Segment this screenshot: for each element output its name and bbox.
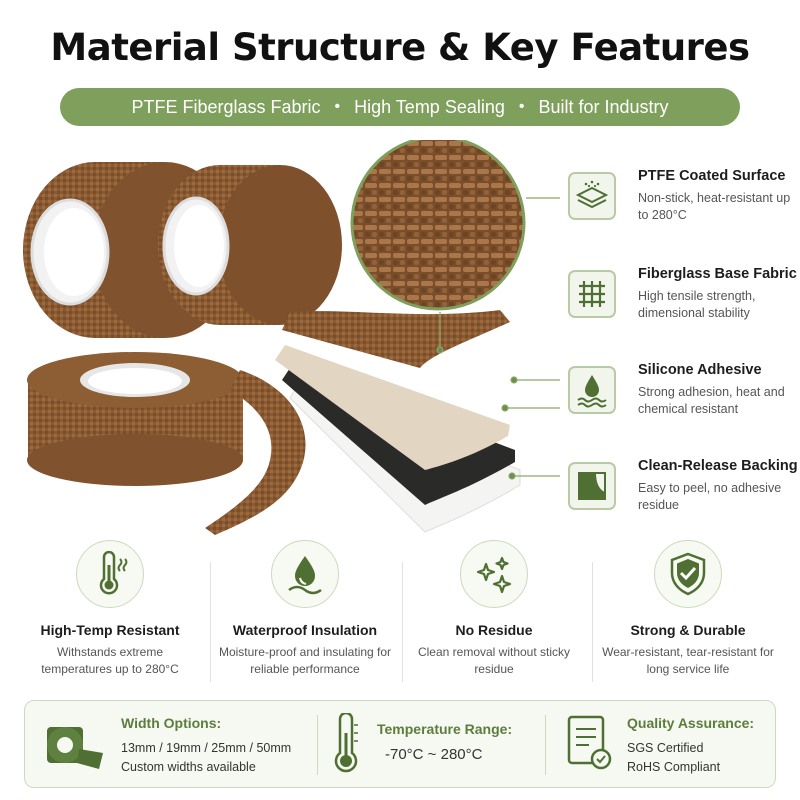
benefit-title: Strong & Durable bbox=[630, 622, 746, 638]
feature-title: Silicone Adhesive bbox=[638, 362, 762, 378]
divider bbox=[210, 562, 211, 682]
tagline-banner: PTFE Fiberglass Fabric • High Temp Seali… bbox=[60, 88, 740, 126]
water-drop-icon bbox=[271, 540, 339, 608]
benefit-strong-durable: Strong & Durable Wear-resistant, tear-re… bbox=[598, 540, 778, 690]
benefit-title: No Residue bbox=[455, 622, 533, 638]
benefit-no-residue: No Residue Clean removal without sticky … bbox=[404, 540, 584, 690]
spec-panel: Width Options: 13mm / 19mm / 25mm / 50mm… bbox=[24, 700, 776, 788]
feature-title: PTFE Coated Surface bbox=[638, 168, 786, 184]
thermometer-icon bbox=[334, 713, 358, 773]
ptfe-layer bbox=[282, 310, 510, 368]
divider bbox=[545, 715, 546, 775]
certificate-icon bbox=[567, 715, 612, 770]
benefit-desc: Wear-resistant, tear-resistant for long … bbox=[602, 645, 774, 676]
feature-fiberglass-base: Fiberglass Base Fabric High tensile stre… bbox=[568, 266, 797, 346]
feature-title: Fiberglass Base Fabric bbox=[638, 266, 797, 282]
spec-quality: Quality Assurance: SGS Certified RoHS Co… bbox=[549, 701, 775, 789]
grid-mesh-icon bbox=[568, 270, 616, 318]
divider bbox=[317, 715, 318, 775]
divider bbox=[402, 562, 403, 682]
spec-value: 13mm / 19mm / 25mm / 50mm bbox=[121, 741, 292, 755]
spec-title: Temperature Range: bbox=[377, 721, 513, 737]
feature-desc: Non-stick, heat-resistant up to 280°C bbox=[638, 191, 791, 222]
feature-silicone-adhesive: Silicone Adhesive Strong adhesion, heat … bbox=[568, 362, 793, 442]
weave-zoom-circle bbox=[350, 140, 526, 311]
banner-separator: • bbox=[334, 98, 341, 115]
spec-value: RoHS Compliant bbox=[627, 760, 721, 774]
tape-roll bbox=[27, 352, 243, 486]
banner-item-1: PTFE Fiberglass Fabric bbox=[131, 96, 321, 117]
banner-item-3: Built for Industry bbox=[538, 96, 669, 117]
spec-value: SGS Certified bbox=[627, 741, 704, 755]
feature-desc: Easy to peel, no adhesive residue bbox=[638, 481, 782, 512]
feature-clean-release: Clean-Release Backing Easy to peel, no a… bbox=[568, 458, 798, 538]
tape-strip bbox=[205, 370, 306, 535]
spec-value: Custom widths available bbox=[121, 760, 256, 774]
spec-temperature: Temperature Range: -70°C ~ 280°C bbox=[321, 701, 543, 789]
benefit-waterproof: Waterproof Insulation Moisture-proof and… bbox=[215, 540, 395, 690]
sparkle-icon bbox=[460, 540, 528, 608]
spec-title: Width Options: bbox=[121, 715, 222, 731]
peel-corner-icon bbox=[568, 462, 616, 510]
droplet-wave-icon bbox=[568, 366, 616, 414]
spec-value: -70°C ~ 280°C bbox=[385, 746, 483, 763]
benefit-desc: Withstands extreme temperatures up to 28… bbox=[41, 645, 179, 676]
benefit-title: High-Temp Resistant bbox=[40, 622, 180, 638]
spec-title: Quality Assurance: bbox=[627, 715, 755, 731]
coated-layers-icon bbox=[568, 172, 616, 220]
benefit-high-temp: High-Temp Resistant Withstands extreme t… bbox=[20, 540, 200, 690]
tape-product-illustration bbox=[23, 140, 560, 535]
benefit-desc: Clean removal without sticky residue bbox=[417, 645, 571, 676]
tape-roll-icon bbox=[47, 727, 103, 769]
feature-ptfe-coated: PTFE Coated Surface Non-stick, heat-resi… bbox=[568, 168, 793, 248]
benefit-desc: Moisture-proof and insulating for reliab… bbox=[218, 645, 392, 676]
thermometer-icon bbox=[76, 540, 144, 608]
tape-roll bbox=[158, 165, 342, 325]
spec-width: Width Options: 13mm / 19mm / 25mm / 50mm… bbox=[25, 701, 315, 789]
divider bbox=[592, 562, 593, 682]
shield-check-icon bbox=[654, 540, 722, 608]
feature-title: Clean-Release Backing bbox=[638, 458, 798, 474]
feature-desc: Strong adhesion, heat and chemical resis… bbox=[638, 385, 785, 416]
banner-separator: • bbox=[518, 98, 525, 115]
benefit-title: Waterproof Insulation bbox=[232, 622, 378, 638]
page-title: Material Structure & Key Features bbox=[50, 26, 750, 69]
fiberglass-layer bbox=[275, 345, 510, 470]
feature-desc: High tensile strength, dimensional stabi… bbox=[638, 289, 756, 320]
banner-item-2: High Temp Sealing bbox=[354, 96, 505, 117]
